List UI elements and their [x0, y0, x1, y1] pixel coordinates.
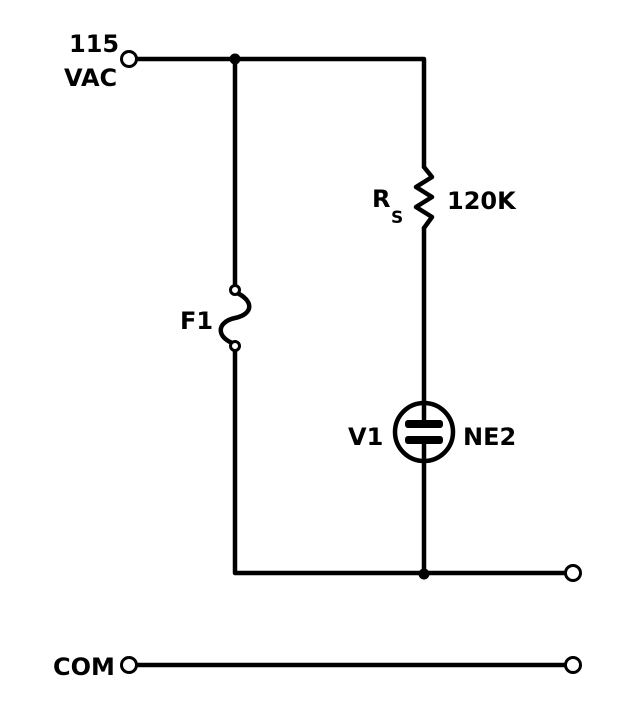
input-voltage-label-line2: VAC — [64, 64, 117, 92]
common-right-terminal — [564, 656, 582, 674]
bottom-junction-dot — [418, 568, 430, 580]
fuse-f1-symbol — [218, 284, 252, 352]
resistor-ref-subscript: S — [391, 208, 403, 228]
neon-lamp-v1-symbol — [392, 400, 456, 464]
top-junction-dot — [229, 53, 241, 65]
common-label: COM — [53, 653, 115, 681]
input-voltage-label-line1: 115 — [69, 30, 119, 58]
resistor-ref-label: R — [372, 185, 390, 213]
output-terminal — [564, 564, 582, 582]
lamp-type-label: NE2 — [463, 423, 516, 451]
common-left-terminal — [120, 656, 138, 674]
input-115vac-terminal — [120, 50, 138, 68]
fuse-ref-label: F1 — [180, 307, 213, 335]
fuse-branch-lower-wire — [232, 342, 576, 576]
lamp-ref-label: V1 — [348, 423, 383, 451]
top-supply-wire — [134, 56, 427, 170]
resistor-value-label: 120K — [447, 187, 517, 215]
resistor-rs-symbol — [413, 164, 435, 231]
